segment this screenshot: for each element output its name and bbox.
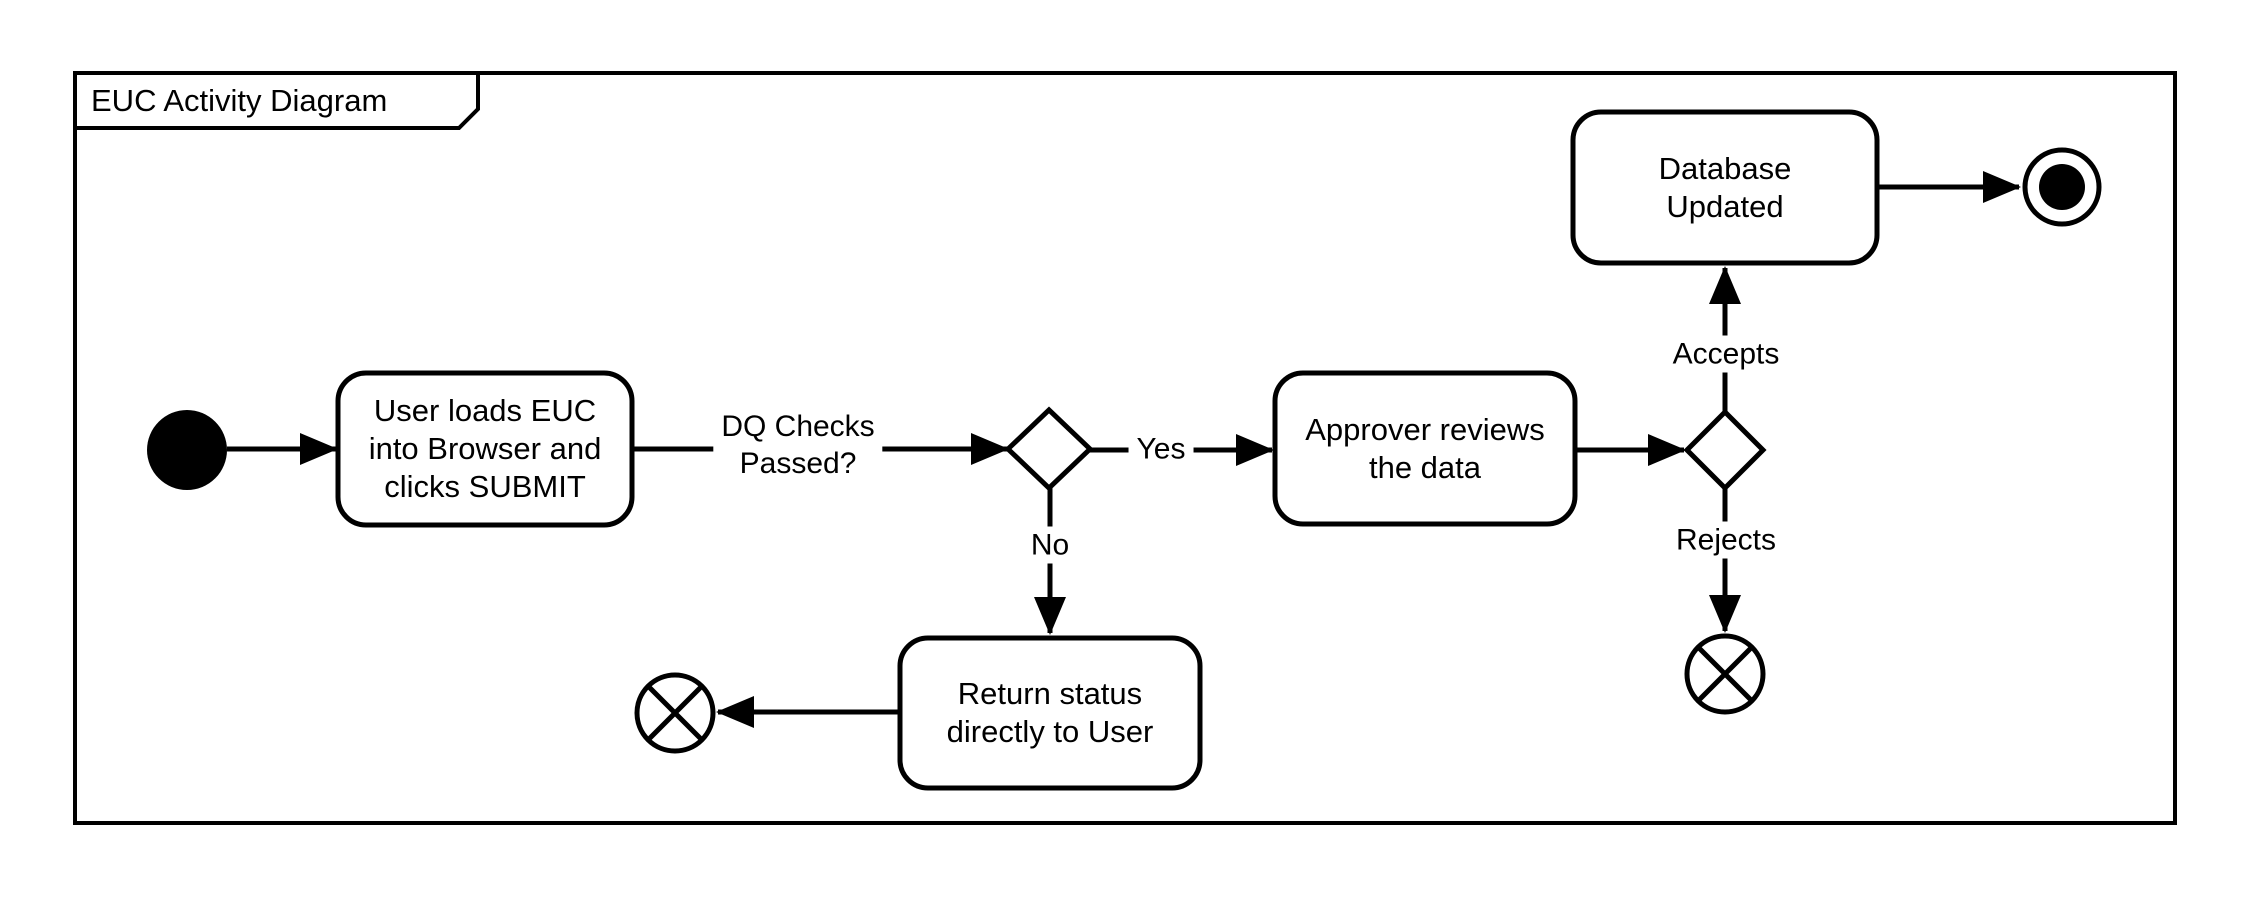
diagram-title: EUC Activity Diagram (91, 82, 388, 118)
action-box-return-status (897, 635, 1203, 791)
action-label-database-updated: Database Updated (1658, 150, 1792, 224)
action-box-load-euc (335, 370, 635, 528)
action-label-approver-review: Approver reviews the data (1305, 411, 1545, 485)
flow-final-node-no (634, 672, 716, 754)
activity-final-node (2022, 147, 2102, 227)
diagram-frame (73, 71, 2177, 825)
action-box-approver-review (1272, 370, 1578, 527)
edge-label-yes: Yes (1128, 430, 1194, 468)
action-box-database-updated (1570, 109, 1880, 266)
edge-label-no: No (1022, 526, 1078, 564)
edge-label-dq-question: DQ Checks Passed? (713, 408, 883, 482)
initial-node (147, 410, 227, 490)
edge-label-accepts: Accepts (1664, 335, 1788, 373)
decision-node-review (1683, 408, 1767, 492)
decision-node-dq-checks (1004, 406, 1094, 492)
action-label-return-status: Return status directly to User (946, 676, 1154, 749)
edge-label-rejects: Rejects (1667, 521, 1785, 559)
action-label-load-euc: User loads EUC into Browser and clicks S… (368, 393, 602, 504)
flow-final-node-rejects (1684, 633, 1766, 715)
diagram-title-tab (73, 71, 480, 130)
